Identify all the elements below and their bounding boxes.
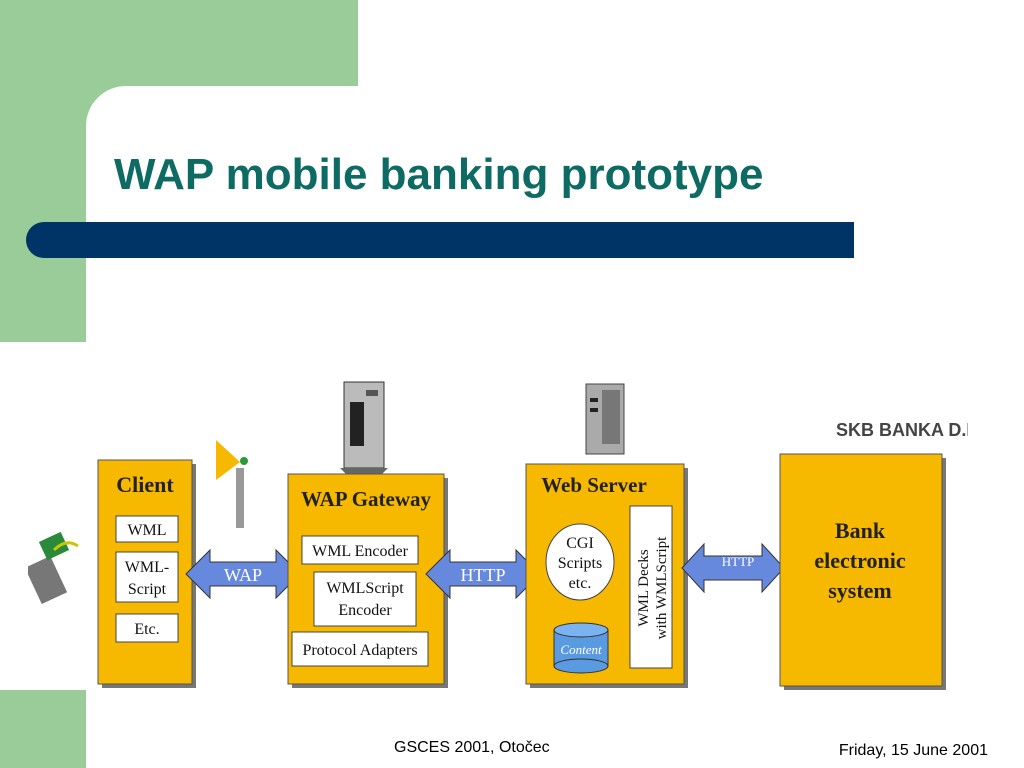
wap-arrow: WAP — [185, 548, 301, 600]
content-label: Content — [560, 642, 602, 657]
architecture-diagram: SKB BANKA D.D. Client WML WML- Script Et… — [28, 381, 968, 690]
gateway-item-wml-encoder: WML Encoder — [312, 543, 408, 560]
cgi-label-3: etc. — [569, 575, 592, 592]
content-database-icon: Content — [553, 622, 609, 674]
bank-line-3: system — [828, 578, 892, 603]
bank-system-box: Bank electronic system — [779, 453, 946, 690]
webserver-title: Web Server — [541, 473, 647, 497]
client-title: Client — [116, 472, 174, 497]
footer-conference: GSCES 2001, Otočec — [394, 739, 550, 756]
decks-label-1: WML Decks — [636, 549, 652, 626]
gateway-title: WAP Gateway — [301, 487, 432, 511]
decks-label-2: with WMLScript — [654, 536, 670, 639]
footer-date: Friday, 15 June 2001 — [838, 742, 988, 759]
antenna-icon — [216, 440, 248, 528]
gateway-item-wmlscript: WMLScript — [326, 580, 404, 597]
gateway-item-encoder: Encoder — [338, 602, 392, 619]
client-box: Client WML WML- Script Etc. — [97, 459, 196, 688]
skb-bank-logo: SKB BANKA D.D. — [836, 420, 968, 440]
http-arrow-label-2: HTTP — [722, 554, 755, 569]
gateway-item-protocol-adapters: Protocol Adapters — [302, 642, 417, 659]
web-server-icon — [585, 383, 625, 455]
web-server-box: Web Server CGI Scripts etc. Content WML … — [525, 463, 688, 688]
cgi-label-2: Scripts — [558, 555, 602, 572]
wap-arrow-label: WAP — [224, 565, 262, 585]
client-item-wmlscript-1: WML- — [125, 559, 169, 576]
bank-line-1: Bank — [835, 518, 886, 543]
bank-line-2: electronic — [814, 548, 905, 573]
http-arrow-label-1: HTTP — [461, 565, 506, 585]
http-arrow-webserver-bank: HTTP — [681, 542, 785, 594]
green-corner-bottom — [0, 690, 86, 768]
client-item-wmlscript-2: Script — [128, 581, 167, 598]
logo-text: SKB BANKA D.D. — [836, 420, 968, 440]
cgi-label-1: CGI — [566, 535, 594, 552]
client-item-etc: Etc. — [134, 621, 159, 638]
client-item-wml: WML — [127, 522, 166, 539]
wap-gateway-box: WAP Gateway WML Encoder WMLScript Encode… — [287, 473, 448, 688]
http-arrow-gateway-webserver: HTTP — [425, 548, 541, 600]
mobile-phone-icon — [28, 531, 79, 605]
slide-title: WAP mobile banking prototype — [114, 150, 764, 199]
title-underline-bar — [26, 222, 854, 258]
gateway-server-icon — [340, 381, 388, 474]
